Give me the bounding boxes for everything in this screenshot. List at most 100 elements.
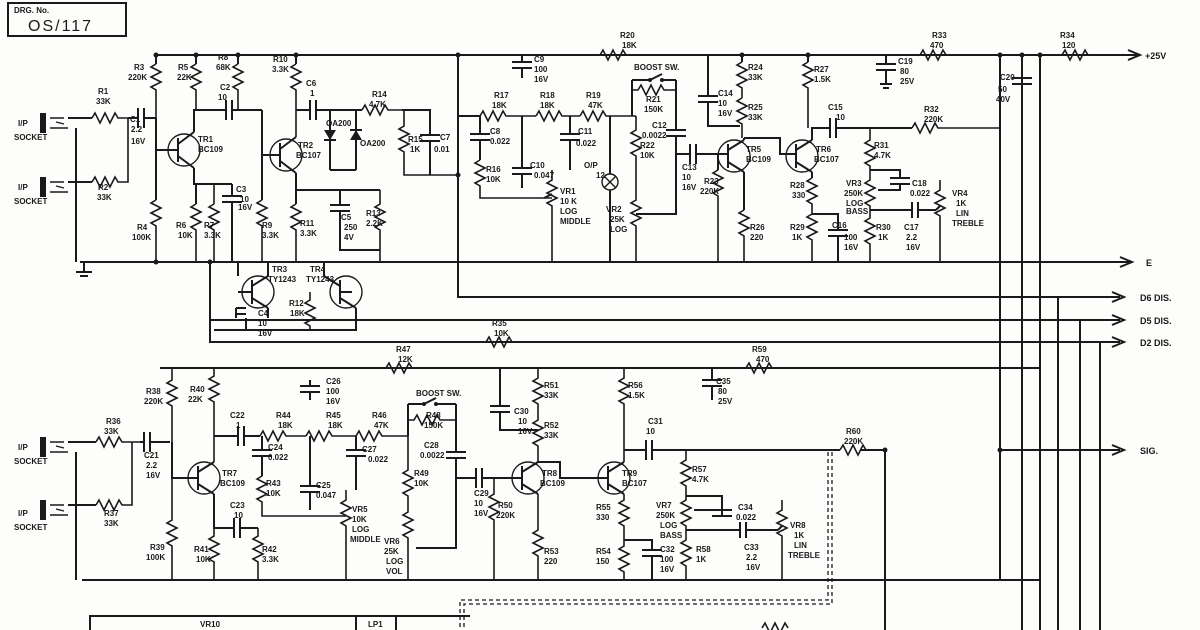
R53-ref: R53: [544, 547, 559, 556]
C29-voltage: 16V: [474, 509, 489, 518]
ip4-label: I/P: [18, 509, 28, 518]
R8-ref: R8: [218, 53, 229, 62]
R29-ref: R29: [790, 223, 805, 232]
R55-ref: R55: [596, 503, 611, 512]
ip2-label: I/P: [18, 183, 28, 192]
C29-ref: C29: [474, 489, 489, 498]
TR5-ref: TR5: [746, 145, 762, 154]
R17-value: 18K: [492, 101, 507, 110]
VR7-ref: VR7: [656, 501, 672, 510]
C20-value: 50: [998, 85, 1007, 94]
C28-ref: C28: [424, 441, 439, 450]
R28-ref: R28: [790, 181, 805, 190]
op-label: O/P: [584, 161, 598, 170]
C4-voltage: 16V: [258, 329, 273, 338]
tr1-stage: R3 220K R4 100K TR1 BC109 R5 22K R6 10K …: [128, 55, 262, 262]
C32-voltage: 16V: [660, 565, 675, 574]
socket3-label: SOCKET: [14, 457, 47, 466]
R54-value: 150: [596, 557, 610, 566]
C15-value: 10: [836, 113, 845, 122]
R15-value: 1K: [410, 145, 420, 154]
R16-value: 10K: [486, 175, 501, 184]
TR2-ref: TR2: [298, 141, 314, 150]
VR3-value: 250K: [844, 189, 863, 198]
R35-value: 10K: [494, 329, 509, 338]
C21-voltage: 16V: [146, 471, 161, 480]
C4-value: 10: [258, 319, 267, 328]
drawing-number-label: DRG. No.: [14, 6, 49, 15]
title-block: DRG. No. OS/117: [7, 2, 127, 37]
footer-partial: VR10 LP1: [89, 615, 789, 630]
R58-ref: R58: [696, 545, 711, 554]
C17-ref: C17: [904, 223, 919, 232]
R23-ref: R23: [704, 177, 719, 186]
C19-voltage: 25V: [900, 77, 915, 86]
C6-ref: C6: [306, 79, 317, 88]
R44-value: 18K: [278, 421, 293, 430]
TR8-type: BC109: [540, 479, 565, 488]
C1-voltage: 16V: [131, 137, 146, 146]
VR6-value: 25K: [384, 547, 399, 556]
C5-voltage: 4V: [344, 233, 354, 242]
VR7-function: BASS: [660, 531, 683, 540]
VR2-ref: VR2: [606, 205, 622, 214]
C30-voltage: 16V: [518, 427, 533, 436]
TR6-type: BC107: [814, 155, 839, 164]
R32-ref: R32: [924, 105, 939, 114]
tr3-tr4-stage: TR3 TY1243 TR4 TY1243 C4 10 16V R12 18K …: [214, 262, 513, 349]
C24-value: 0.022: [268, 453, 289, 462]
R13-value: 2.2K: [366, 219, 383, 228]
TR2-type: BC107: [296, 151, 321, 160]
C5-value: 250: [344, 223, 358, 232]
C17-voltage: 16V: [906, 243, 921, 252]
VR4-function: TREBLE: [952, 219, 985, 228]
R37-ref: R37: [104, 509, 119, 518]
C16-voltage: 16V: [844, 243, 859, 252]
R20-value: 18K: [622, 41, 637, 50]
C21-value: 2.2: [146, 461, 158, 470]
VR5-function: MIDDLE: [350, 535, 381, 544]
C3-value: 10: [240, 195, 249, 204]
socket1-label: SOCKET: [14, 133, 47, 142]
C30-value: 10: [518, 417, 527, 426]
R27-value: 1.5K: [814, 75, 831, 84]
VR3-function: BASS: [846, 207, 869, 216]
C31-ref: C31: [648, 417, 663, 426]
R4-value: 100K: [132, 233, 151, 242]
C20-voltage: 40V: [996, 95, 1011, 104]
VR8-ref: VR8: [790, 521, 806, 530]
R27-ref: R27: [814, 65, 829, 74]
TR1-type: BC109: [198, 145, 223, 154]
R3-ref: R3: [134, 63, 145, 72]
VR8-taper: LIN: [794, 541, 807, 550]
TR9-ref: TR9: [622, 469, 638, 478]
R59-value: 470: [756, 355, 770, 364]
R51-value: 33K: [544, 391, 559, 400]
tr2-stage: R8 68K R9 3.3K TR2 BC107 R10 3.3K R11 3.…: [216, 53, 458, 262]
R56-value: 1.5K: [628, 391, 645, 400]
R55-value: 330: [596, 513, 610, 522]
VR4-value: 1K: [956, 199, 966, 208]
R50-value: 220K: [496, 511, 515, 520]
R40-value: 22K: [188, 395, 203, 404]
C33-ref: C33: [744, 543, 759, 552]
VR4-taper: LIN: [956, 209, 969, 218]
VR6-function: VOL: [386, 567, 403, 576]
C13-value: 10: [682, 173, 691, 182]
R34-value: 120: [1062, 41, 1076, 50]
C23-value: 10: [234, 511, 243, 520]
C5-ref: C5: [341, 213, 352, 222]
top-boost-switch-label: BOOST SW.: [634, 63, 679, 72]
C9-voltage: 16V: [534, 75, 549, 84]
tr5-tr6-stage: C14 10 16V R24 33K R25 33K R23 220K TR5 …: [698, 31, 1089, 262]
R21-value: 150K: [644, 105, 663, 114]
C1-value: 2.2: [131, 125, 143, 134]
C21-ref: C21: [144, 451, 159, 460]
ip1-label: I/P: [18, 119, 28, 128]
C29-value: 10: [474, 499, 483, 508]
R11-ref: R11: [300, 219, 315, 228]
VR6-ref: VR6: [384, 537, 400, 546]
R18-ref: R18: [540, 91, 555, 100]
R57-ref: R57: [692, 465, 707, 474]
R39-ref: R39: [150, 543, 165, 552]
